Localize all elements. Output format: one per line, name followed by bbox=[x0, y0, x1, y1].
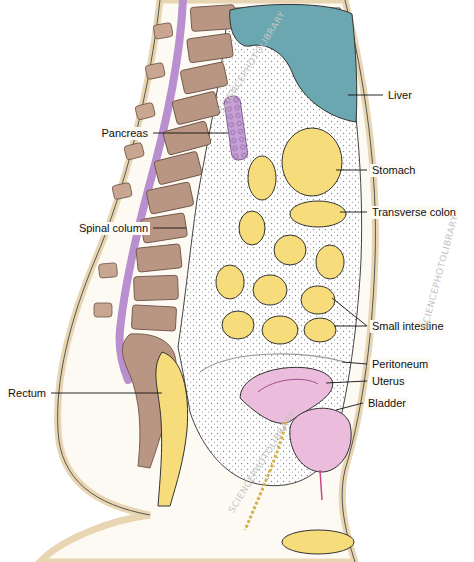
watermark: SCIENCEPHOTOLIBRARY bbox=[217, 10, 288, 115]
rectum bbox=[156, 352, 188, 506]
leader-line bbox=[326, 381, 367, 383]
part-label: Small intestine bbox=[370, 320, 446, 333]
peritoneum-line bbox=[200, 354, 345, 372]
part-label: Pancreas bbox=[100, 127, 150, 140]
leader-line bbox=[153, 133, 228, 134]
part-label: Liver bbox=[386, 89, 414, 102]
part-label: Transverse colon bbox=[370, 206, 458, 219]
leader-line bbox=[340, 212, 367, 213]
body-outline bbox=[40, 0, 375, 562]
leader-line bbox=[348, 95, 383, 96]
leader-line bbox=[334, 326, 367, 327]
part-label: Uterus bbox=[370, 375, 406, 388]
leader-line bbox=[153, 228, 186, 229]
part-label: Bladder bbox=[366, 397, 408, 410]
part-label: Rectum bbox=[6, 387, 48, 400]
leader-line bbox=[336, 170, 367, 171]
intestines bbox=[216, 128, 346, 344]
part-label: Stomach bbox=[370, 164, 417, 177]
pubic-area bbox=[282, 530, 354, 554]
part-label: Peritoneum bbox=[370, 358, 430, 371]
watermark: SCIENCEPHOTOLIBRARY bbox=[227, 410, 298, 515]
bladder bbox=[290, 408, 351, 472]
part-label: Spinal column bbox=[77, 222, 150, 235]
leader-line bbox=[342, 362, 367, 364]
leader-line bbox=[332, 298, 367, 326]
watermark: SCIENCEPHOTOLIBRARY bbox=[420, 214, 460, 330]
leader-line bbox=[51, 393, 162, 394]
leader-line bbox=[336, 403, 363, 410]
